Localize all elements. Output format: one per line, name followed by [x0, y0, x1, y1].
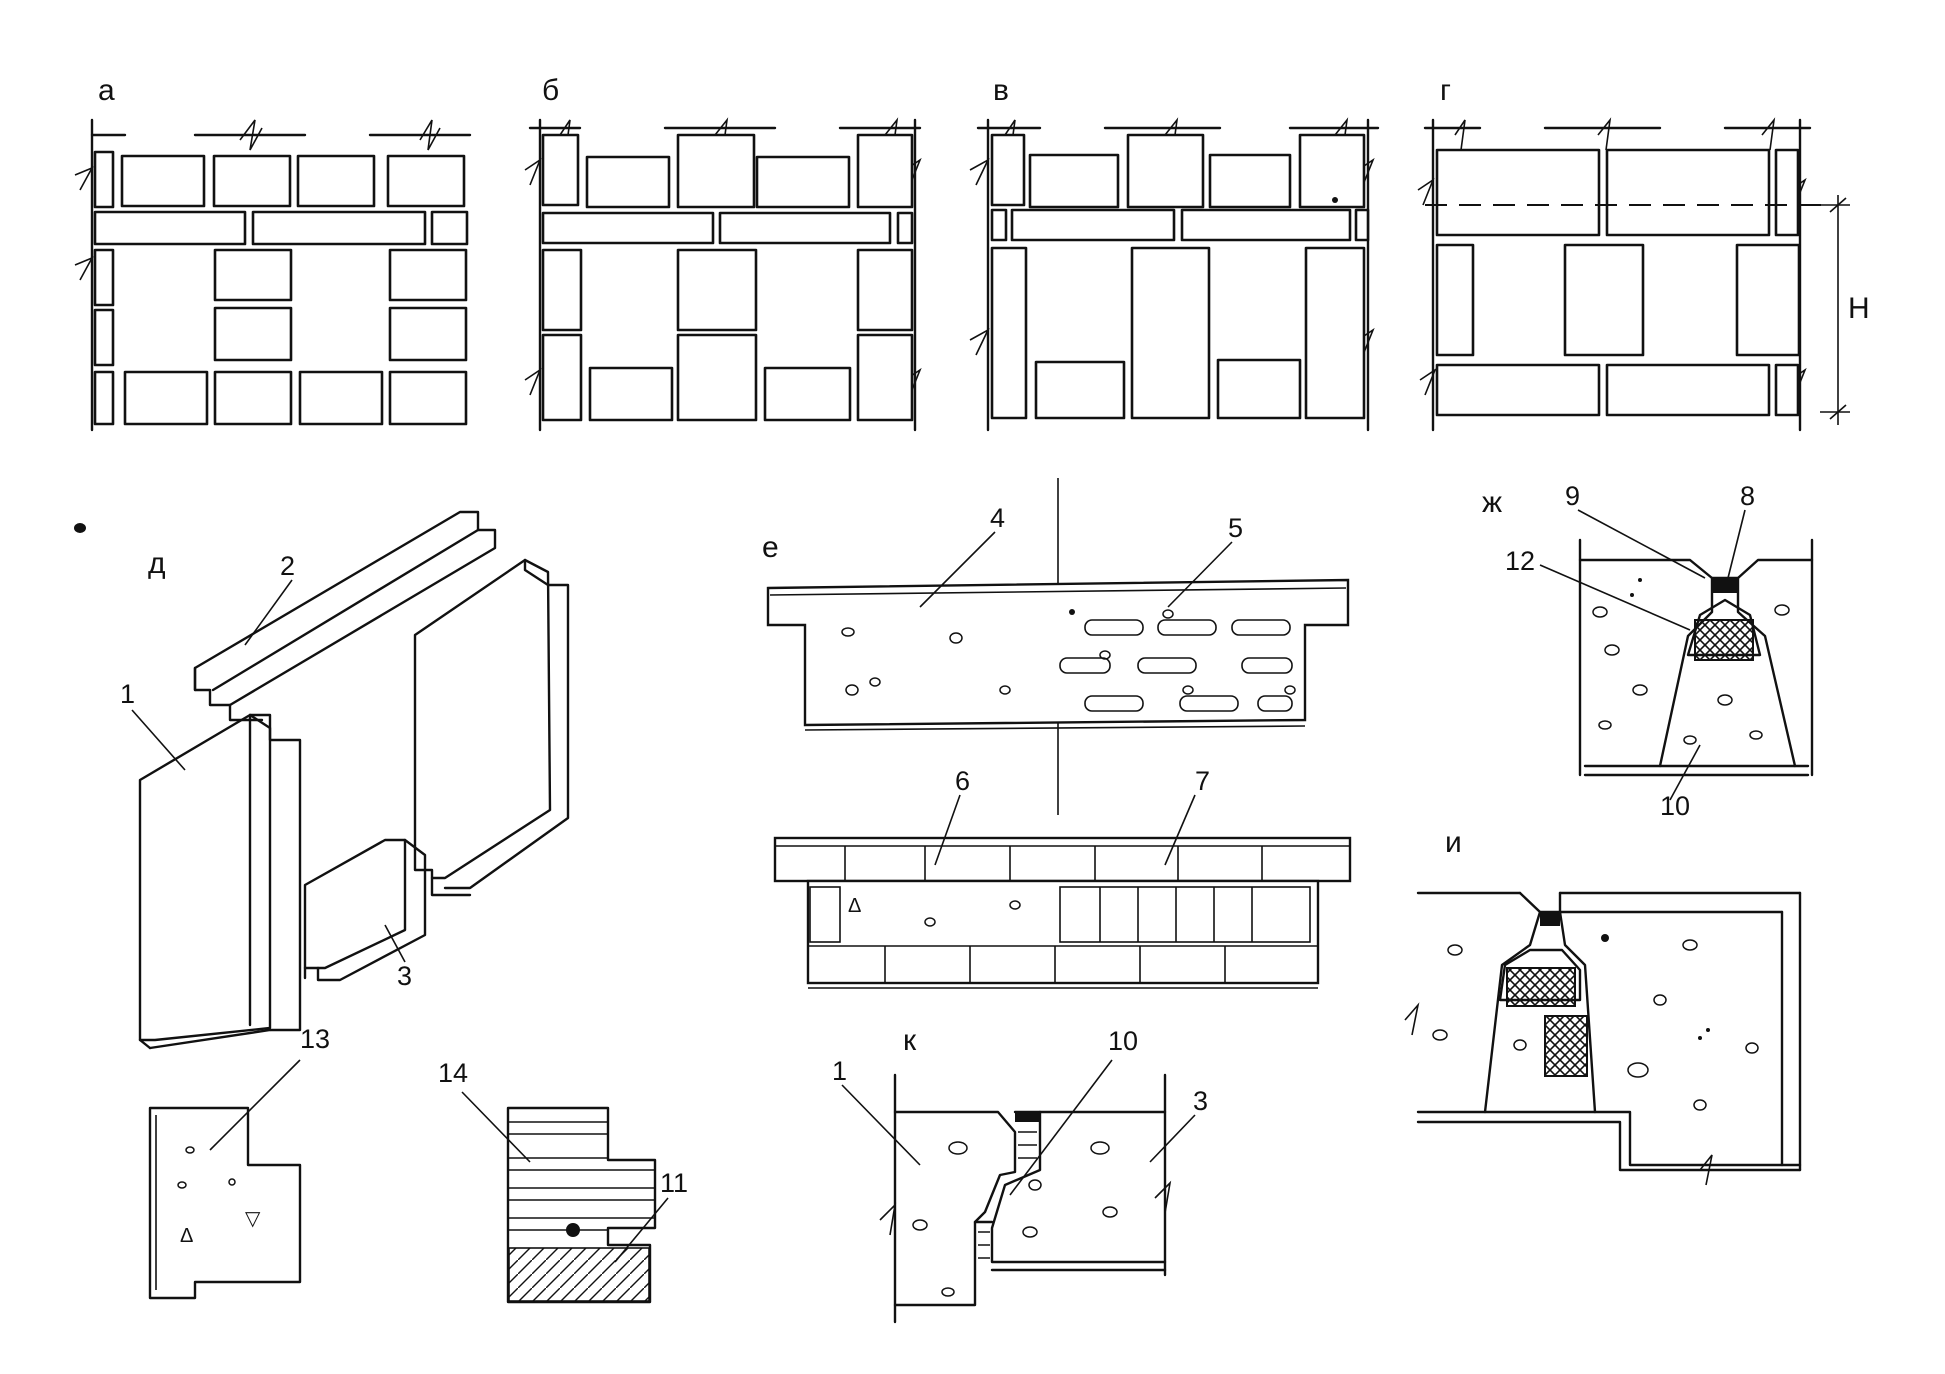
- callout-13: 13: [300, 1024, 330, 1054]
- hollow-cores: [1059, 619, 1293, 712]
- svg-text:Δ: Δ: [180, 1225, 193, 1247]
- callout-e-6: 6: [955, 766, 970, 796]
- callout-d-2: 2: [280, 551, 295, 581]
- svg-text:▽: ▽: [245, 1208, 261, 1230]
- callout-e-5: 5: [1228, 513, 1243, 543]
- panel-label-b: б: [542, 74, 559, 107]
- section-14: 14 11: [438, 1058, 688, 1304]
- aggregate-pores-e1: [841, 609, 1296, 696]
- joint-detail-zh: ж 9 8 12 10: [1482, 481, 1814, 821]
- callout-zh-10: 10: [1660, 791, 1690, 821]
- callout-d-1: 1: [120, 679, 135, 709]
- section-k: к 1 10 3: [832, 1024, 1208, 1324]
- aggregate-pores-k: [912, 1141, 1118, 1297]
- panel-label-zh: ж: [1482, 486, 1502, 519]
- section-13: Δ ▽ 13: [148, 1024, 330, 1300]
- callout-k-3: 3: [1193, 1086, 1208, 1116]
- elevation-b: б: [524, 74, 922, 432]
- aggregate-pores-i: [1432, 934, 1759, 1111]
- panel-label-i: и: [1445, 826, 1462, 859]
- panel-label-d: д: [148, 547, 166, 580]
- aggregate-pores-zh: [1592, 578, 1790, 745]
- elevation-a: а: [74, 74, 472, 432]
- isometric-d: д 2 1 3: [74, 510, 570, 1050]
- callout-11: 11: [660, 1168, 688, 1198]
- callout-k-10: 10: [1108, 1026, 1138, 1056]
- panel-label-k: к: [903, 1024, 917, 1057]
- callout-d-3: 3: [397, 961, 412, 991]
- svg-text:Δ: Δ: [848, 895, 861, 917]
- callout-zh-9: 9: [1565, 481, 1580, 511]
- wall-blocks-a: [93, 150, 469, 426]
- panel-label-e: е: [762, 531, 779, 564]
- masonry-joints-top: [844, 846, 1263, 881]
- callout-zh-8: 8: [1740, 481, 1755, 511]
- elevation-v: в: [969, 74, 1380, 432]
- panel-label-g: г: [1440, 74, 1451, 107]
- callout-14: 14: [438, 1058, 468, 1088]
- callout-k-1: 1: [832, 1056, 847, 1086]
- callout-e-4: 4: [990, 503, 1005, 533]
- panel-label-a: а: [98, 74, 115, 107]
- dimension-h-label: Н: [1848, 292, 1870, 325]
- panel-label-v: в: [993, 74, 1009, 107]
- elevation-g: г Н: [1417, 74, 1870, 432]
- callout-e-7: 7: [1195, 766, 1210, 796]
- section-e: е 4 5: [762, 478, 1352, 989]
- callout-zh-12: 12: [1505, 546, 1535, 576]
- joint-detail-i: и: [1404, 826, 1802, 1186]
